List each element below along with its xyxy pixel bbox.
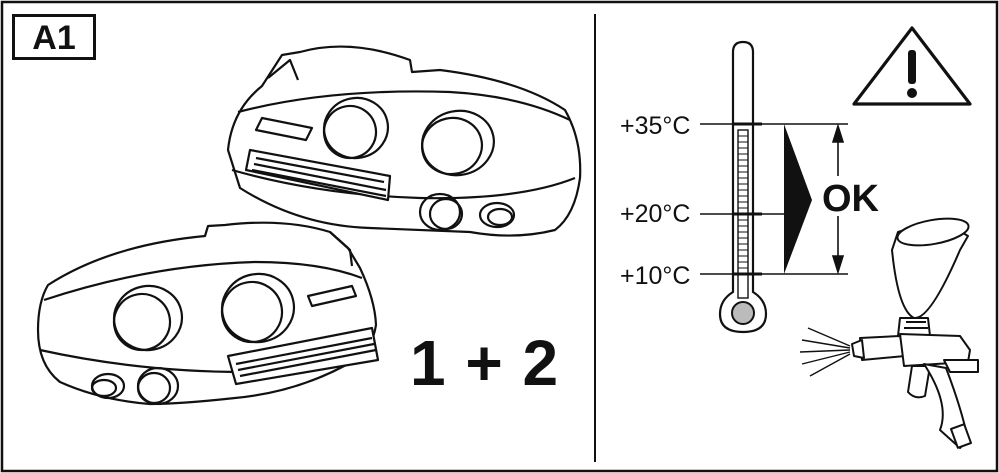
temp-label-high: +35°C: [620, 112, 691, 140]
temp-label-mid: +20°C: [620, 200, 691, 228]
ok-range-wedge: [784, 124, 812, 274]
headlight-cover-upper: [226, 45, 582, 237]
ok-range-arrow: [831, 123, 845, 275]
ok-label: OK: [822, 178, 879, 220]
temp-label-low: +10°C: [620, 262, 691, 290]
warning-triangle-icon: [852, 26, 972, 106]
spray-mist: [799, 327, 851, 377]
spray-gun-icon: [851, 217, 979, 449]
thermometer-icon: [718, 40, 768, 334]
parts-count-label: 1 + 2: [410, 327, 560, 399]
headlight-cover-lower: [36, 221, 380, 406]
step-label: A1: [32, 19, 76, 57]
step-badge: A1: [12, 14, 96, 60]
